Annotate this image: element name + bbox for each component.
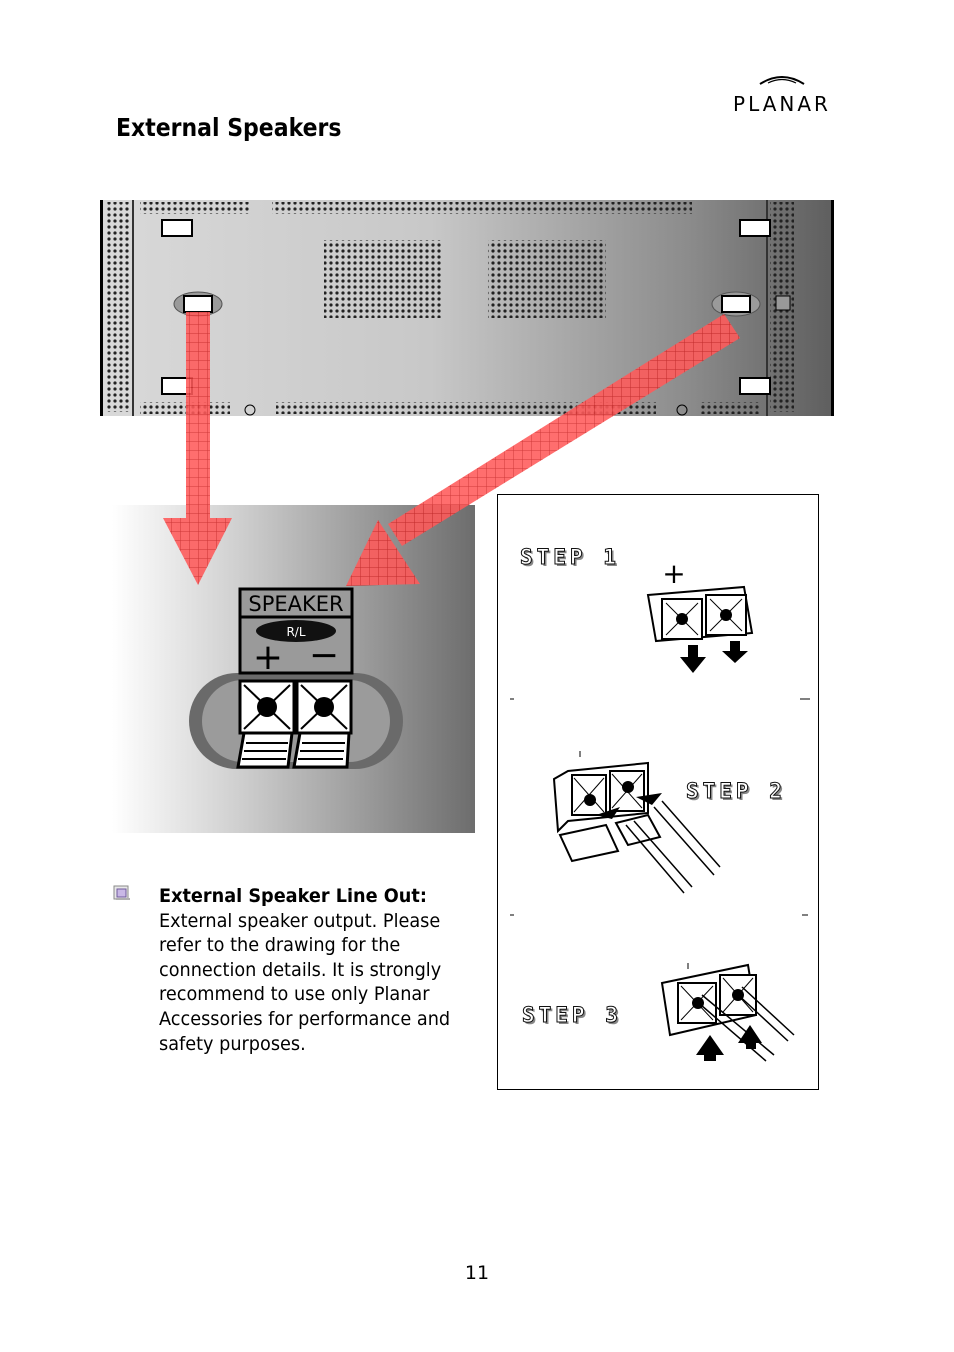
- installation-steps-box: STEP 1 STEP 2 STEP 3 +: [497, 494, 819, 1090]
- page-title: External Speakers: [116, 113, 342, 142]
- terminal-clamp-left: [236, 679, 296, 769]
- minus-sign: −: [309, 635, 339, 676]
- planar-logo: PLANAR: [722, 72, 842, 118]
- description-heading: External Speaker Line Out:: [159, 885, 427, 907]
- rl-badge: R/L: [286, 625, 305, 639]
- display-back-panel: [100, 200, 834, 416]
- speaker-terminal-closeup: SPEAKER R/L + −: [112, 505, 475, 833]
- description-body: External speaker output. Please refer to…: [159, 909, 451, 1055]
- step-3-label: STEP 3: [522, 1003, 622, 1028]
- steps-illustrations: +: [510, 557, 810, 1062]
- page-number: 11: [464, 1262, 490, 1284]
- step-2-terminal: [552, 751, 721, 894]
- speaker-label: SPEAKER: [248, 592, 343, 616]
- description-block: External Speaker Line Out: External spea…: [159, 884, 457, 1056]
- step-3-terminal: [660, 963, 795, 1062]
- step1-plus-sign: +: [662, 557, 685, 590]
- terminal-clamp-right: [292, 679, 353, 769]
- step-1-terminal: [646, 585, 754, 673]
- logo-text: PLANAR: [733, 92, 831, 116]
- step-1-label: STEP 1: [520, 545, 620, 570]
- bullet-icon: [113, 885, 130, 900]
- logo-arc-icon: [759, 76, 805, 85]
- step-2-label: STEP 2: [686, 779, 786, 804]
- plus-sign: +: [253, 637, 283, 678]
